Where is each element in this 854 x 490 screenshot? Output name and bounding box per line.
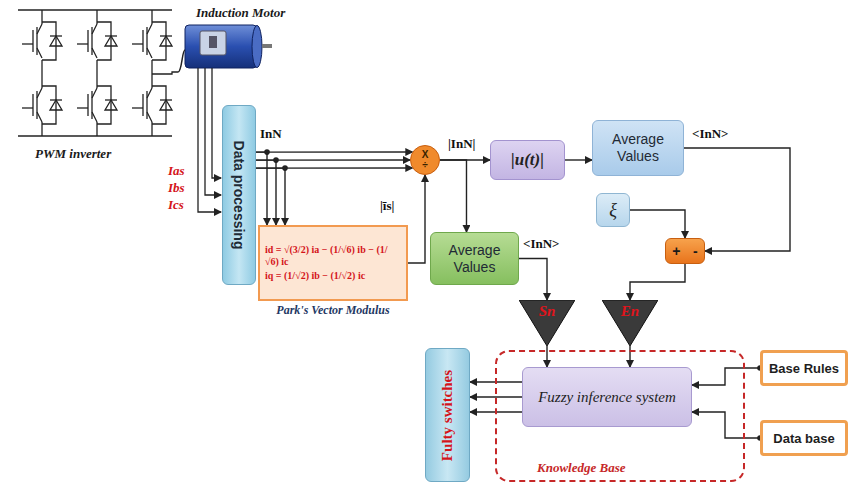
output-box: Fulty switches — [425, 348, 470, 482]
signal-label: <InN> — [690, 126, 731, 142]
component-label: Induction Motor — [196, 5, 285, 21]
induction-motor — [178, 25, 272, 72]
rule-base-box: Base Rules — [760, 350, 848, 386]
connector-line — [408, 175, 425, 263]
connector-line — [630, 210, 685, 238]
outline-shape — [519, 300, 575, 346]
node-label: Data processing — [231, 141, 247, 250]
gain-triangle: En — [602, 300, 658, 346]
average-box: Average Values — [430, 232, 519, 285]
node-label: Sn — [539, 303, 556, 320]
connector — [408, 175, 425, 263]
node-label: - — [693, 244, 698, 258]
connector — [692, 365, 763, 385]
junction-dot — [273, 157, 279, 163]
connector — [630, 210, 685, 238]
node-label: Average Values — [596, 131, 680, 165]
modulus-box: |u(t)| — [490, 140, 565, 180]
node-label: + — [672, 244, 680, 258]
processing-box: Data processing — [222, 105, 256, 285]
connector — [692, 412, 763, 441]
signal-name: Ibs — [168, 180, 185, 196]
signal-label: InN — [258, 126, 284, 142]
connector-line — [565, 159, 592, 160]
connector — [440, 160, 466, 232]
connector-line — [684, 148, 790, 251]
node-label: Average Values — [434, 242, 515, 276]
connector — [256, 149, 288, 225]
connector-line — [256, 159, 410, 160]
signal-name: Ias — [168, 163, 185, 179]
park-vector-box: id = √(3/2) ia − (1/√6) ib − (1/√6) ic iq… — [258, 225, 408, 301]
knowledge-base-region: Knowledge Base Fuzzy inference system — [495, 350, 745, 482]
connector-line — [256, 152, 267, 225]
node-label: Fuzzy inference system — [538, 389, 676, 406]
component-label: PWM inverter — [35, 146, 111, 162]
connector-line — [630, 264, 685, 300]
node-label: Fulty switches — [439, 369, 456, 460]
connector — [565, 160, 592, 161]
node-label: X — [422, 150, 429, 160]
database-box: Data base — [760, 420, 848, 456]
outline-shape — [411, 146, 440, 175]
multiplier-divider: X÷ — [410, 145, 440, 175]
connector — [256, 152, 412, 168]
gain-triangle: Sn — [519, 300, 575, 346]
summing-junction: +- — [665, 238, 705, 264]
signal-label: |īs| — [378, 198, 396, 214]
formula: iq = (1/√2) ib − (1/√2) ic — [265, 270, 365, 282]
junction-dot — [264, 149, 270, 155]
formula: id = √(3/2) ia − (1/√6) ib − (1/√6) ic — [265, 244, 401, 268]
connector-line — [519, 259, 547, 301]
node-label: Data base — [773, 431, 834, 446]
connector-line — [692, 368, 760, 385]
connector — [519, 259, 547, 301]
connector-line — [256, 160, 276, 225]
signal-label: <InN> — [521, 236, 562, 252]
connector-line — [256, 168, 285, 225]
node-label: Knowledge Base — [537, 460, 625, 476]
node-label: ÷ — [422, 160, 428, 170]
connector-line — [440, 160, 466, 232]
junction-dot — [282, 165, 288, 171]
outline-shape — [602, 300, 658, 346]
average-box: Average Values — [592, 120, 684, 176]
phase-wires — [198, 68, 221, 212]
node-label: ξ — [609, 200, 617, 221]
connector-line — [692, 412, 760, 438]
caption: Park's Vector Modulus — [276, 303, 389, 318]
node-label: |u(t)| — [511, 150, 544, 170]
connector-line — [256, 151, 412, 152]
signal-name: Ics — [168, 197, 184, 213]
node-label: En — [621, 303, 639, 320]
inference-box: Fuzzy inference system — [522, 367, 692, 427]
signal-label: |InN| — [446, 136, 477, 152]
threshold-box: ξ — [596, 193, 630, 227]
node-label: Base Rules — [769, 361, 839, 376]
connector — [684, 148, 790, 251]
pwm-inverter — [18, 10, 178, 136]
connector — [630, 264, 685, 300]
